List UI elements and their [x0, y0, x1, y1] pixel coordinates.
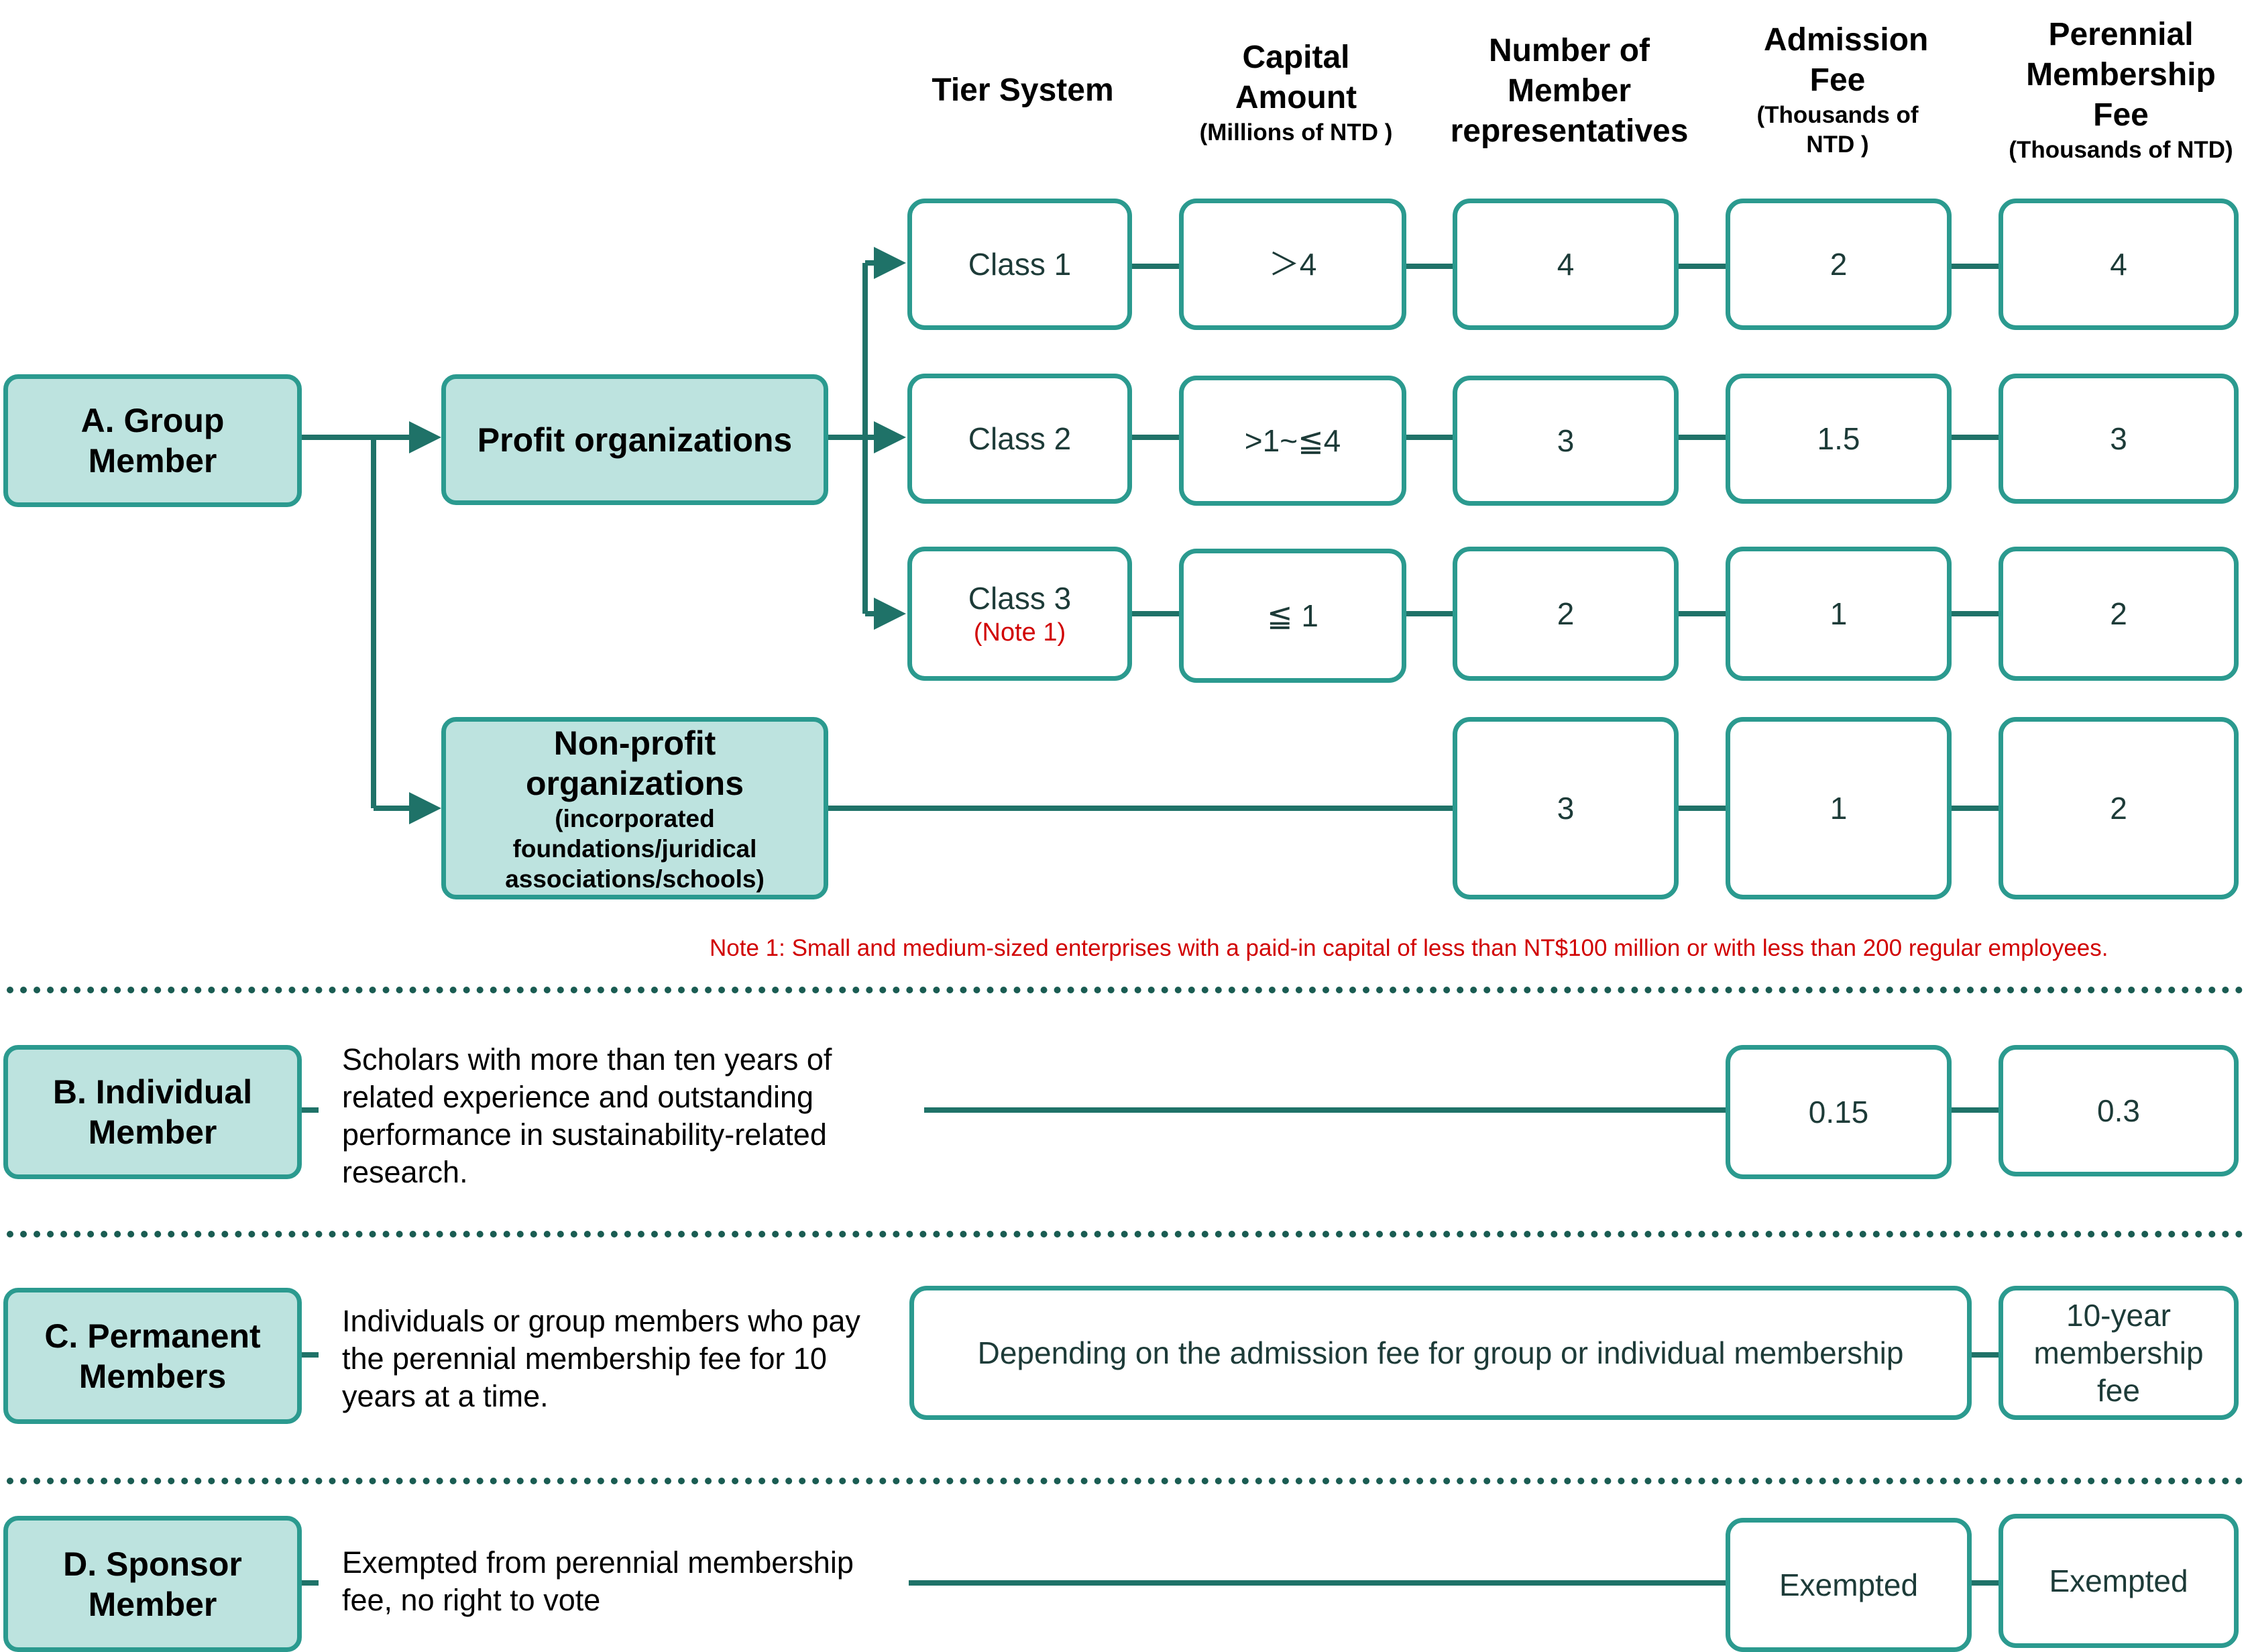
class-1-name: Class 1 [968, 247, 1072, 282]
class-3-capital: ≦ 1 [1179, 549, 1406, 683]
class-3-admission-value: 1 [1830, 596, 1848, 631]
class-2-tier: Class 2 [907, 374, 1132, 504]
header-reps-title: Number of Member representatives [1450, 33, 1689, 149]
permanent-admission: Depending on the admission fee for group… [909, 1286, 1972, 1420]
header-admission-unit: (Thousands of NTD ) [1756, 102, 1919, 158]
class-3-name: Class 3 [968, 581, 1072, 616]
class-3-perennial-value: 2 [2110, 596, 2127, 631]
individual-admission-value: 0.15 [1808, 1095, 1869, 1130]
sponsor-perennial: Exempted [1999, 1514, 2239, 1648]
class-3-note: (Note 1) [973, 618, 1066, 647]
class-2-perennial-value: 3 [2110, 421, 2127, 456]
class-1-admission-value: 2 [1830, 247, 1848, 282]
individual-member-box: B. Individual Member [3, 1045, 302, 1179]
class-1-capital-value: ＞4 [1268, 247, 1317, 282]
nonprofit-admission-value: 1 [1830, 791, 1848, 826]
sponsor-description: Exempted from perennial membership fee, … [342, 1545, 854, 1617]
nonprofit-label: Non-profit organizations [525, 724, 744, 802]
individual-perennial: 0.3 [1999, 1045, 2239, 1176]
individual-description: Scholars with more than ten years of rel… [342, 1042, 832, 1189]
class-1-perennial: 4 [1999, 199, 2239, 330]
permanent-members-box: C. Permanent Members [3, 1288, 302, 1424]
group-member-box: A. Group Member [3, 374, 302, 507]
group-member-label: A. Group Member [80, 402, 225, 480]
class-2-capital: >1~≦4 [1179, 376, 1406, 506]
header-capital-amount: Capital Amount (Millions of NTD ) [1180, 38, 1412, 148]
permanent-admission-value: Depending on the admission fee for group… [977, 1335, 1904, 1370]
class-2-admission: 1.5 [1726, 374, 1952, 504]
class-2-reps: 3 [1453, 376, 1679, 506]
class-2-reps-value: 3 [1557, 423, 1575, 458]
note-1: Note 1: Small and medium-sized enterpris… [710, 935, 2108, 961]
nonprofit-organizations-box: Non-profit organizations (incorporated f… [441, 717, 828, 899]
sponsor-perennial-value: Exempted [2049, 1563, 2188, 1598]
header-member-representatives: Number of Member representatives [1435, 31, 1703, 152]
class-3-capital-value: ≦ 1 [1267, 598, 1318, 633]
class-2-name: Class 2 [968, 421, 1072, 456]
class-3-admission: 1 [1726, 547, 1952, 681]
class-1-reps: 4 [1453, 199, 1679, 330]
header-tier-system: Tier System [892, 70, 1154, 111]
header-perennial-title: Perennial Membership Fee [2026, 17, 2216, 133]
header-admission-title: Admission Fee [1764, 22, 1929, 98]
class-2-perennial: 3 [1999, 374, 2239, 504]
class-2-capital-value: >1~≦4 [1244, 423, 1341, 458]
class-3-reps: 2 [1453, 547, 1679, 681]
header-tier-title: Tier System [932, 72, 1114, 108]
nonprofit-perennial-value: 2 [2110, 791, 2127, 826]
permanent-perennial-value: 10-year membership fee [2033, 1298, 2204, 1408]
header-capital-unit: (Millions of NTD ) [1199, 119, 1393, 146]
sponsor-admission-value: Exempted [1779, 1567, 1919, 1602]
class-1-perennial-value: 4 [2110, 247, 2127, 282]
class-1-capital: ＞4 [1179, 199, 1406, 330]
divider-1 [7, 987, 2243, 993]
class-1-reps-value: 4 [1557, 247, 1575, 282]
nonprofit-reps: 3 [1453, 717, 1679, 899]
class-3-reps-value: 2 [1557, 596, 1575, 631]
header-perennial-fee: Perennial Membership Fee (Thousands of N… [1995, 15, 2247, 165]
individual-perennial-value: 0.3 [2097, 1093, 2140, 1128]
permanent-perennial: 10-year membership fee [1999, 1286, 2239, 1420]
permanent-description: Individuals or group members who pay the… [342, 1304, 860, 1413]
class-1-tier: Class 1 [907, 199, 1132, 330]
profit-organizations-box: Profit organizations [441, 374, 828, 505]
sponsor-admission: Exempted [1726, 1518, 1972, 1652]
profit-organizations-label: Profit organizations [477, 421, 793, 459]
permanent-members-label: C. Permanent Members [44, 1317, 261, 1395]
nonprofit-perennial: 2 [1999, 717, 2239, 899]
class-3-tier: Class 3 (Note 1) [907, 547, 1132, 681]
divider-3 [7, 1478, 2243, 1484]
sponsor-member-box: D. Sponsor Member [3, 1516, 302, 1652]
nonprofit-sub: (incorporated foundations/juridical asso… [505, 804, 765, 893]
sponsor-member-label: D. Sponsor Member [63, 1545, 242, 1623]
header-capital-title: Capital Amount [1235, 40, 1357, 115]
divider-2 [7, 1231, 2243, 1237]
individual-member-label: B. Individual Member [52, 1073, 253, 1151]
header-admission-fee: Admission Fee (Thousands of NTD ) [1730, 20, 1945, 160]
header-perennial-unit: (Thousands of NTD) [2009, 137, 2233, 163]
nonprofit-admission: 1 [1726, 717, 1952, 899]
class-2-admission-value: 1.5 [1817, 421, 1860, 456]
class-3-perennial: 2 [1999, 547, 2239, 681]
individual-admission: 0.15 [1726, 1045, 1952, 1179]
nonprofit-reps-value: 3 [1557, 791, 1575, 826]
class-1-admission: 2 [1726, 199, 1952, 330]
